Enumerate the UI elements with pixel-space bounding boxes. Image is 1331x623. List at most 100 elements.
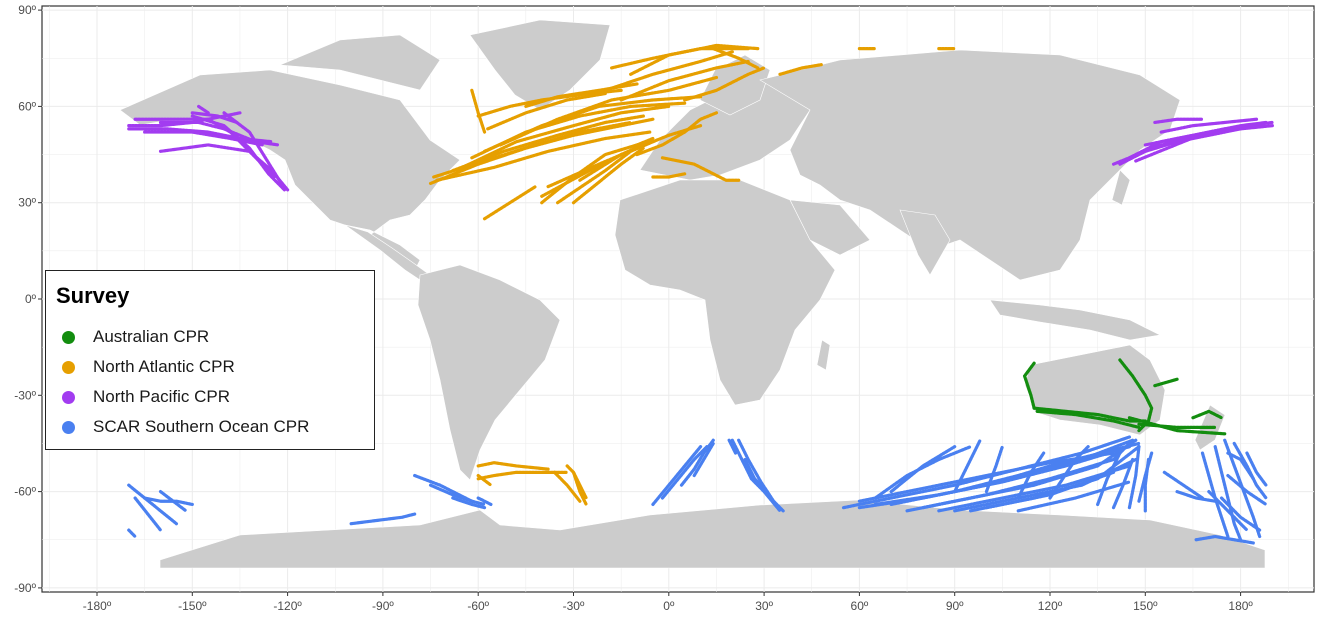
survey-track [1219,496,1262,532]
survey-track [1191,409,1224,420]
survey-track [470,88,487,134]
x-tick-label: 60º [851,599,869,613]
y-tick-label: -90º [14,581,36,595]
survey-track [476,470,569,481]
survey-track [428,483,487,507]
legend-dot-icon [62,360,75,374]
land-scandinavia [699,54,771,116]
survey-track [482,185,537,221]
survey-track [778,63,823,76]
survey-track [619,59,750,102]
survey-track [1048,445,1090,500]
legend: Survey Australian CPR North Atlantic CPR… [45,270,375,450]
land-africa [614,179,836,406]
survey-track [571,470,588,507]
survey-north-pacific-cpr [127,104,1274,192]
survey-track [603,50,734,92]
x-tick-label: 120º [1038,599,1063,613]
survey-scar-southern-ocean-cpr [127,435,1268,545]
land-canadian-arctic [279,34,441,91]
x-tick-label: 150º [1133,599,1158,613]
survey-track [953,438,982,494]
survey-track [143,496,194,507]
survey-track [486,91,607,131]
survey-track [451,114,645,173]
land-indonesia [989,299,1161,341]
survey-track [1162,470,1205,500]
survey-north-atlantic-cpr [428,43,957,507]
x-tick-label: -30º [563,599,585,613]
land-antarctica [159,499,1266,569]
survey-track [984,470,1116,510]
x-tick-label: -120º [273,599,302,613]
survey-track [133,496,163,532]
y-tick-label: 60º [18,99,36,113]
survey-track [460,104,671,169]
legend-item-north-pacific-cpr: North Pacific CPR [56,385,230,409]
y-tick-label: -30º [14,388,36,402]
survey-track [349,512,417,526]
survey-track [711,47,760,70]
land-india [899,209,951,276]
land-south-america [417,264,561,481]
survey-track [660,156,741,182]
x-tick-label: 30º [755,599,773,613]
survey-track [937,464,1132,513]
survey-track [1194,534,1255,545]
survey-track [1096,451,1122,507]
survey-track [635,111,719,157]
y-tick-label: 90º [18,3,36,17]
survey-track [679,438,715,487]
survey-track [435,130,652,182]
survey-track [1159,117,1259,134]
survey-track [1245,451,1268,487]
legend-dot-icon [62,390,75,404]
survey-track [197,104,210,115]
survey-track [737,438,785,513]
survey-track [476,496,493,507]
legend-title: Survey [56,283,130,308]
legend-label: SCAR Southern Ocean CPR [93,417,310,436]
legend-label: Australian CPR [93,327,210,346]
survey-track [476,473,493,487]
survey-track [1016,480,1132,513]
survey-track [1016,451,1046,500]
x-tick-label: -60º [467,599,489,613]
survey-track [1032,406,1147,423]
survey-track [1207,490,1249,532]
legend-label: North Atlantic CPR [93,357,235,376]
survey-track [127,528,137,539]
survey-track [683,66,766,102]
survey-track [1175,490,1217,503]
legend-item-scar-southern-ocean-cpr: SCAR Southern Ocean CPR [56,415,309,439]
survey-track [451,496,487,510]
x-tick-label: -180º [83,599,112,613]
survey-track [1118,358,1154,433]
legend-label: North Pacific CPR [93,387,230,406]
survey-track [1223,438,1262,539]
survey-track [889,445,957,494]
survey-track [1143,457,1151,513]
survey-track [1143,120,1268,147]
survey-track [660,445,709,500]
x-tick-label: 180º [1228,599,1253,613]
survey-track [743,457,769,494]
survey-track [1153,117,1205,125]
survey-track [1035,409,1141,429]
survey-track [1213,445,1243,542]
survey-track [629,43,760,76]
x-tick-label: 90º [946,599,964,613]
survey-track [984,445,1004,494]
land-asia [759,49,1181,281]
survey-track [651,172,687,179]
survey-track [552,470,582,503]
survey-track [158,490,188,513]
survey-track [1111,457,1135,510]
legend-dot-icon [62,420,75,434]
x-tick-label: 0º [663,599,675,613]
legend-item-north-atlantic-cpr: North Atlantic CPR [56,355,235,379]
survey-track [692,441,715,478]
